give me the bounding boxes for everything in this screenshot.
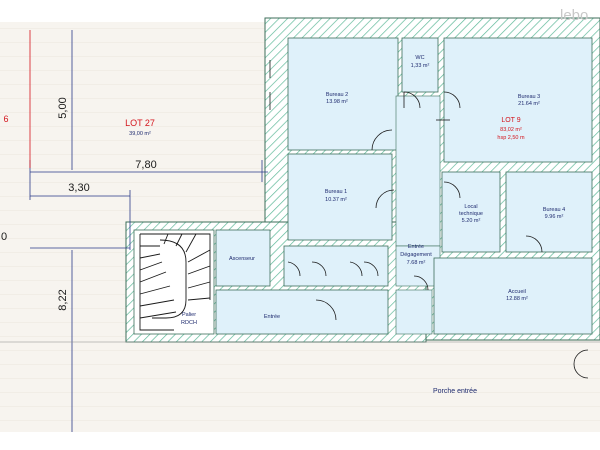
bureau4-area-label: 9.96 m²: [545, 214, 564, 220]
bureau1-room[interactable]: [287, 153, 393, 241]
degagement-label2: Dégagement: [400, 252, 432, 258]
dim-left-fragment-label: 0: [1, 231, 7, 243]
left-lower-area: [0, 230, 130, 350]
dim-822-label: 8,22: [57, 289, 69, 310]
lot9-hsp-label: hsp 2,50 m: [497, 135, 525, 141]
lot9-label: LOT 9: [501, 117, 520, 124]
local-tech-label2: technique: [459, 211, 483, 217]
dim-500-label: 5,00: [57, 97, 69, 118]
bureau2-label: Bureau 2: [326, 92, 348, 98]
staircase: [139, 233, 211, 331]
degagement-room[interactable]: [395, 245, 441, 287]
bureau2-area-label: 13.98 m²: [326, 99, 348, 105]
accueil-room[interactable]: [433, 257, 593, 335]
lot27-label: LOT 27: [125, 118, 155, 128]
wc-room[interactable]: [401, 37, 439, 93]
palier-label1: Palier: [182, 312, 196, 318]
entree-label: Entrée: [264, 314, 280, 320]
doors: [269, 60, 589, 379]
corridor-room[interactable]: [395, 95, 441, 247]
local-tech-area-label: 5.20 m²: [462, 218, 481, 224]
bureau3-room[interactable]: [443, 37, 593, 163]
degagement-label1: Entrée: [408, 244, 424, 250]
bureau3-label: Bureau 3: [518, 94, 540, 100]
hall-room[interactable]: [283, 245, 389, 287]
entree-room[interactable]: [215, 289, 389, 335]
bureau3-area-label: 21.64 m²: [518, 101, 540, 107]
porche-label: Porche entrée: [433, 388, 477, 395]
lot27-area-label: 39,00 m²: [129, 131, 151, 137]
bureau1-label: Bureau 1: [325, 189, 347, 195]
porch-area: [0, 340, 600, 432]
ascenseur-label: Ascenseur: [229, 256, 255, 262]
ascenseur-room[interactable]: [215, 229, 271, 287]
lot-left-fragment-label: 6: [3, 114, 8, 124]
degagement-area-label: 7.68 m²: [407, 260, 426, 266]
accueil-label: Accueil: [508, 289, 526, 295]
watermark: lebo: [560, 7, 588, 24]
dim-330-label: 3,30: [68, 182, 89, 194]
bureau4-room[interactable]: [505, 171, 593, 253]
bureau1-area-label: 10.37 m²: [325, 197, 347, 203]
bureau4-label: Bureau 4: [543, 207, 565, 213]
palier-label2: RDCH: [181, 320, 197, 326]
lot27-area: [0, 22, 268, 230]
bureau2-room[interactable]: [287, 37, 399, 151]
local-tech-label1: Local: [464, 204, 477, 210]
wc-area-label: 1,33 m²: [411, 63, 430, 69]
lot9-area-label: 83,02 m²: [500, 127, 522, 133]
small-entry-room[interactable]: [395, 289, 433, 335]
local-tech-room[interactable]: [441, 171, 501, 253]
accueil-area-label: 12.88 m²: [506, 296, 528, 302]
wc-label: WC: [415, 55, 424, 61]
dim-780-label: 7,80: [135, 159, 156, 171]
